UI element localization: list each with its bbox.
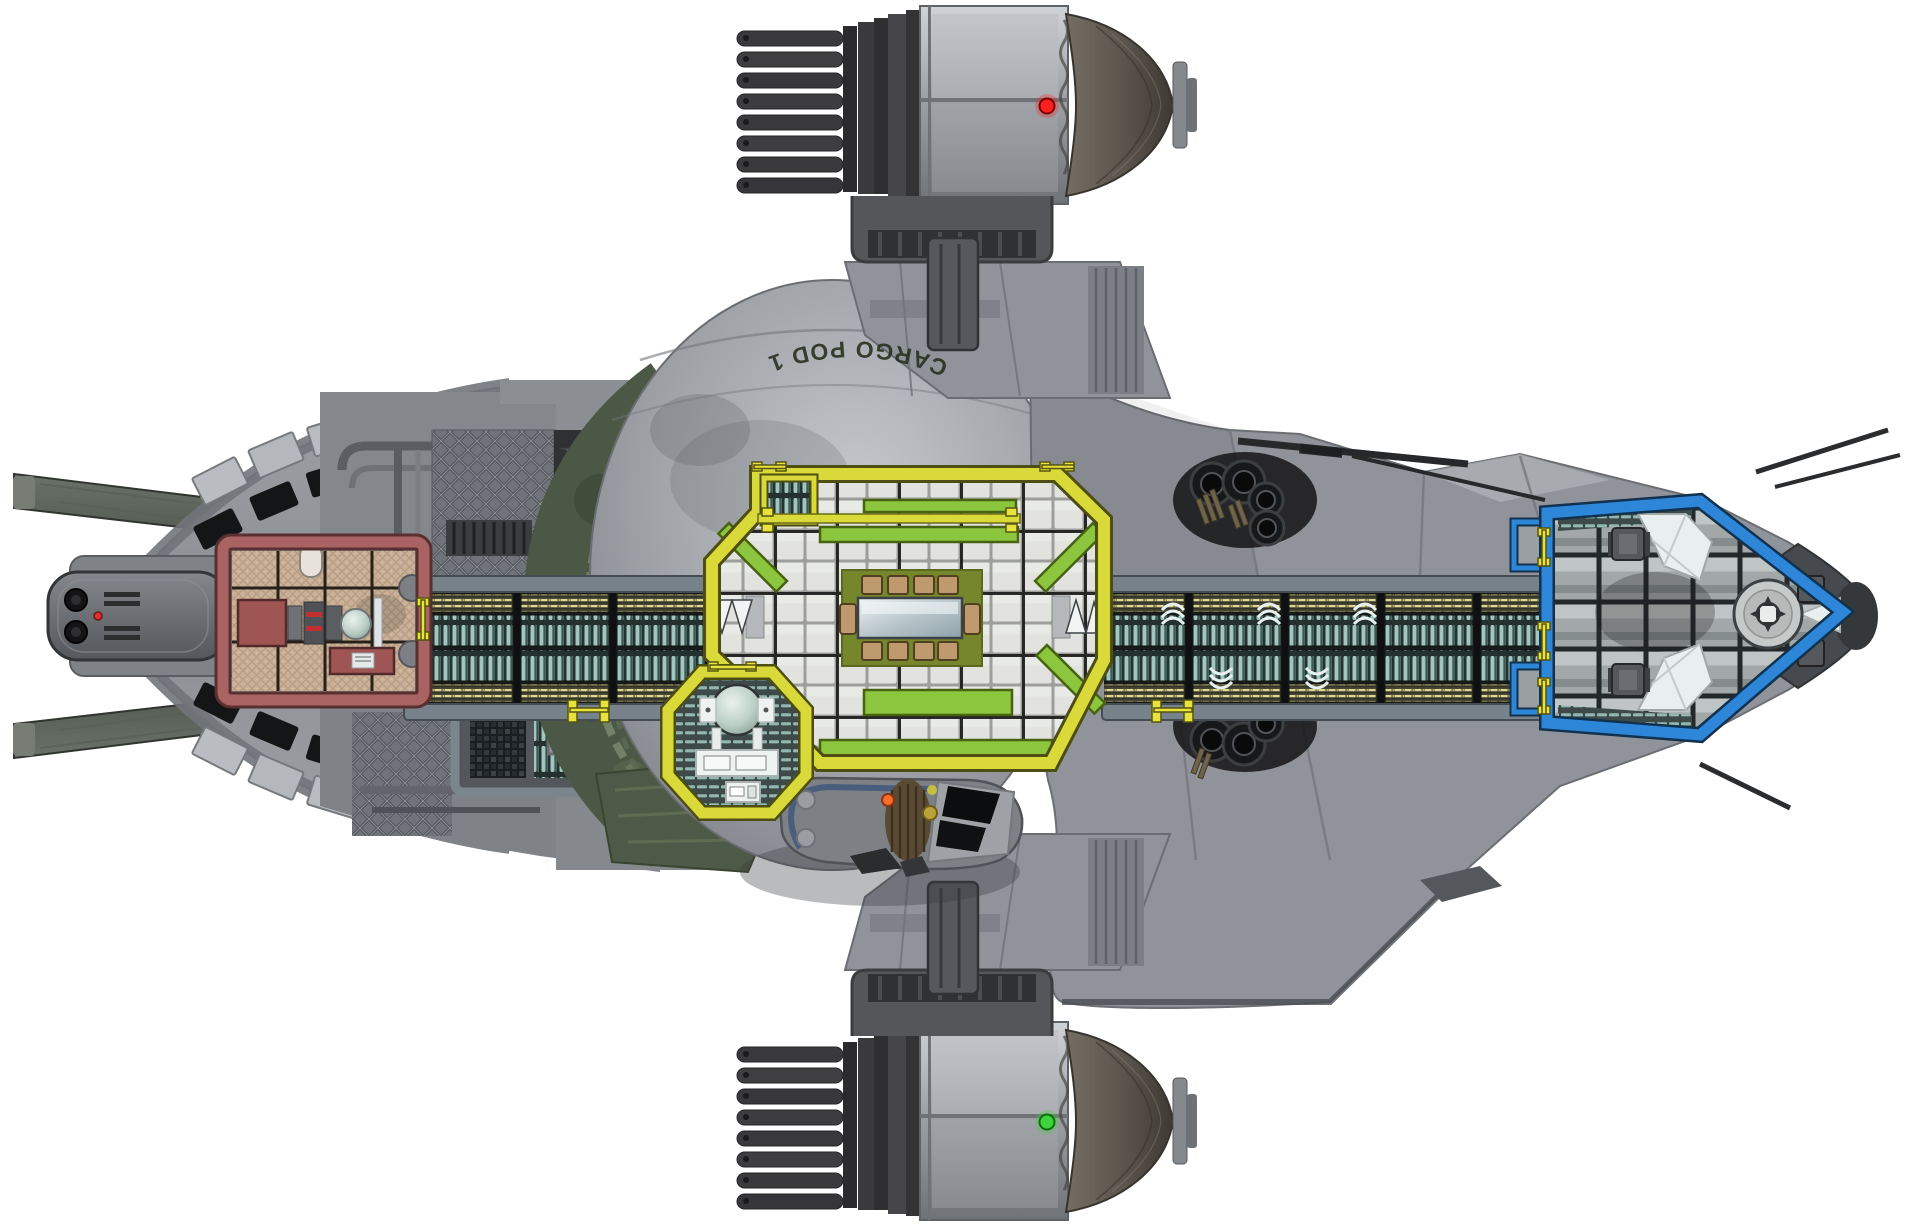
door-hinge	[1005, 507, 1018, 517]
corridor-wall	[1101, 575, 1555, 593]
patient-head	[340, 608, 372, 640]
partition-wall	[757, 513, 1021, 524]
chair	[839, 603, 857, 635]
shuttle	[740, 776, 1024, 906]
pilot-station	[1608, 513, 1714, 582]
stacked-cargo	[1160, 602, 1378, 690]
shuttle-stripe	[788, 783, 933, 850]
copilot-station	[1608, 642, 1714, 711]
shuttle-status-light	[881, 793, 895, 807]
door-hinge	[761, 523, 774, 533]
vent-grill	[446, 520, 532, 556]
top-engine	[735, 4, 1199, 206]
door-line	[709, 664, 757, 670]
benches	[716, 498, 1107, 760]
shuttle-marker-yellow	[927, 785, 937, 795]
pipe	[349, 465, 500, 489]
cargo-racks-port	[424, 592, 712, 704]
aft-galley	[660, 664, 814, 821]
shuttle-canopy	[942, 786, 1000, 824]
antenna	[1237, 437, 1546, 502]
door-hinge	[1005, 523, 1018, 533]
door-line	[569, 707, 609, 713]
astrogation-table	[1732, 578, 1804, 650]
cargo-crates	[470, 714, 526, 778]
doors	[416, 461, 1551, 723]
chair	[963, 603, 981, 635]
chair-row	[861, 575, 959, 661]
pipe	[337, 441, 520, 471]
door-hinge	[761, 507, 774, 517]
bridge-room	[1509, 492, 1856, 744]
door-line	[753, 464, 787, 470]
door-line	[1541, 529, 1547, 567]
door-line	[420, 599, 426, 641]
side-table	[328, 646, 396, 676]
door-line	[1541, 679, 1547, 715]
door-line	[1153, 707, 1193, 713]
cargo-racks-starboard	[1104, 592, 1547, 704]
corridor-wall	[403, 575, 715, 593]
shuttle-hatch-ring	[922, 805, 938, 821]
nose-antenna	[1698, 427, 1901, 811]
galley-wall-outline	[662, 666, 812, 819]
shuttle-canopy	[936, 820, 986, 852]
door-line	[1041, 464, 1075, 470]
infirmary-room	[214, 533, 433, 709]
exam-table	[236, 597, 383, 649]
galley-unit	[725, 781, 761, 803]
bottom-engine	[735, 1020, 1199, 1222]
rcs-thruster-cluster-top	[1173, 452, 1317, 548]
bottom-engine-status-light	[1038, 1113, 1056, 1131]
bridge-wall-outline	[1541, 495, 1852, 741]
top-engine-status-light	[1038, 97, 1056, 115]
dining-table-set	[839, 575, 981, 661]
stern-status-light	[93, 611, 103, 621]
galley-console	[695, 749, 779, 777]
door-line	[1541, 623, 1547, 661]
